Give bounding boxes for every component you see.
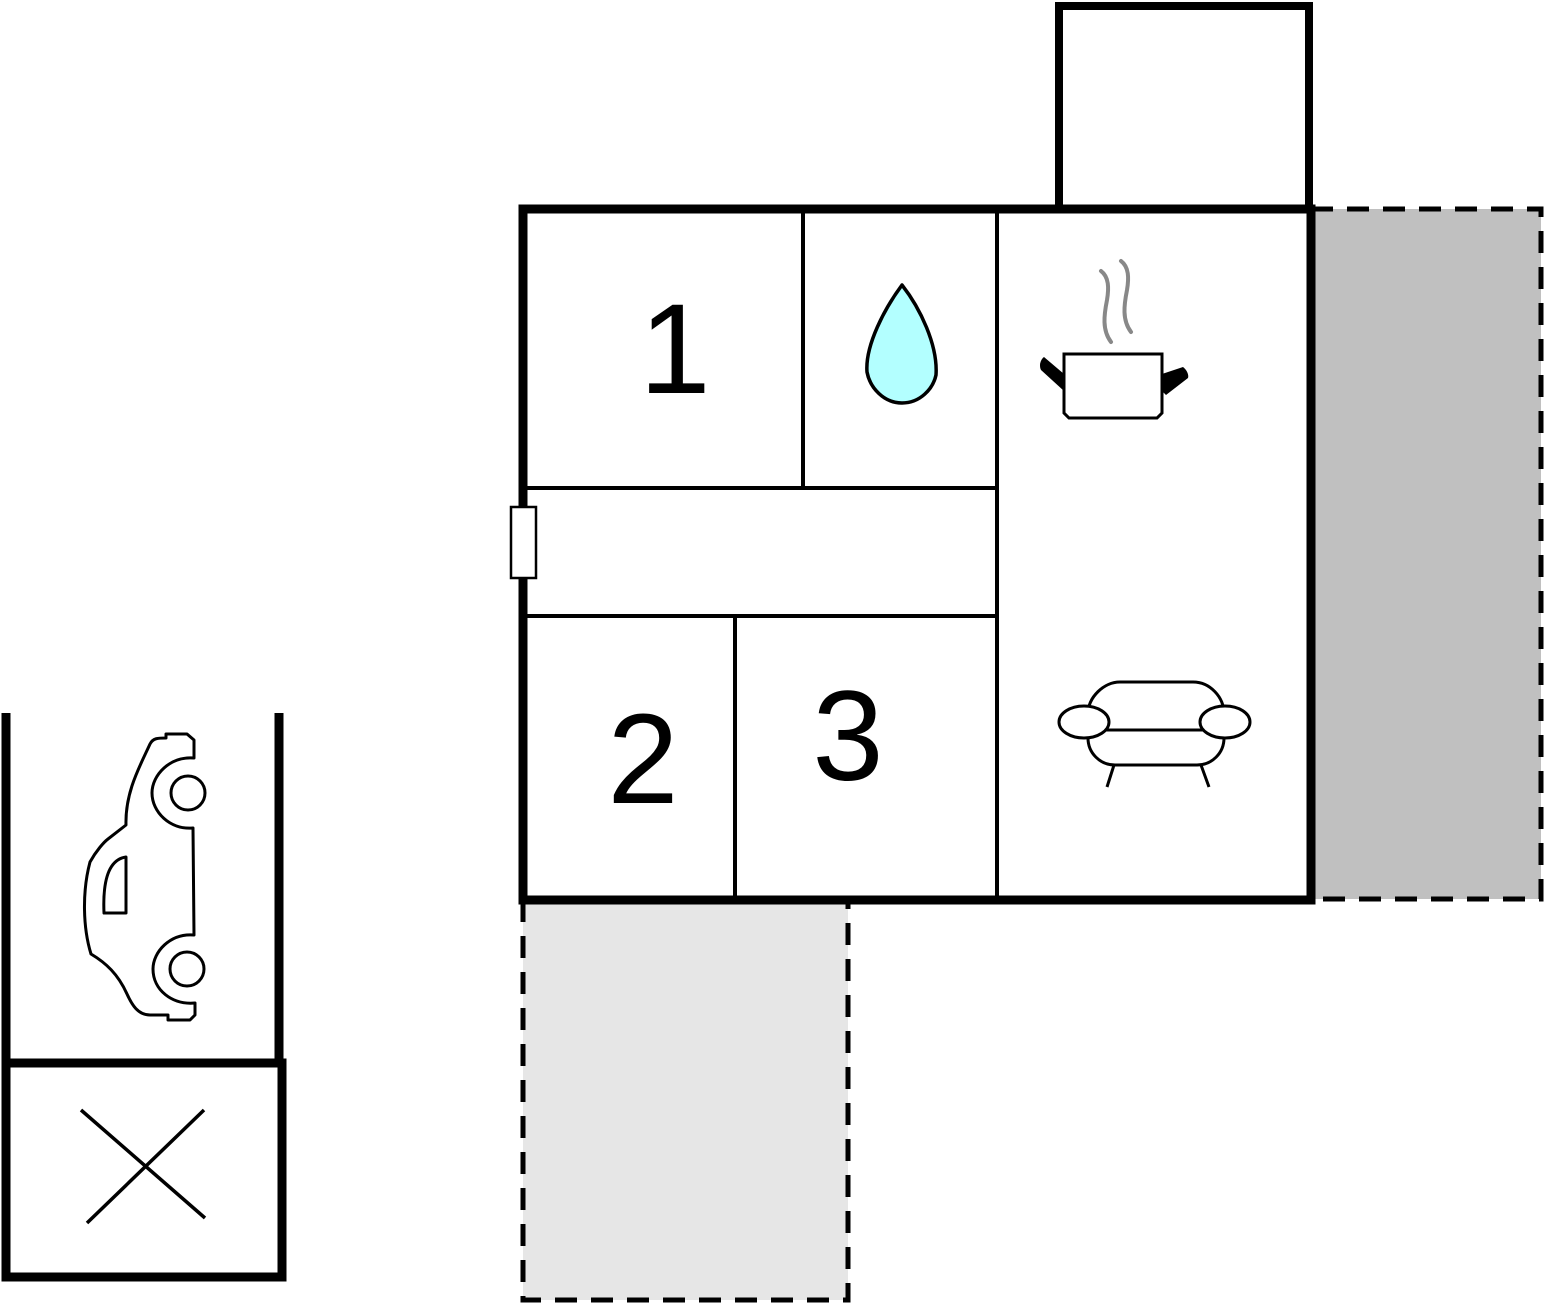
terrace-bottom [520,900,851,1303]
cross-icon [79,1108,207,1225]
carport [1,713,284,1063]
terrace-right [1311,206,1544,902]
entrance-door-icon [509,505,538,580]
cooking-pot-icon [1040,259,1189,420]
annex-room [1055,2,1313,213]
room-2-label: 2 [607,688,678,831]
storage-box [1,1058,287,1282]
room-1-label: 1 [639,278,710,421]
room-3-label: 3 [812,665,883,808]
car-icon [83,732,207,1022]
interior-walls [523,209,999,900]
sofa-icon [1057,680,1252,788]
water-drop-icon [865,283,938,405]
